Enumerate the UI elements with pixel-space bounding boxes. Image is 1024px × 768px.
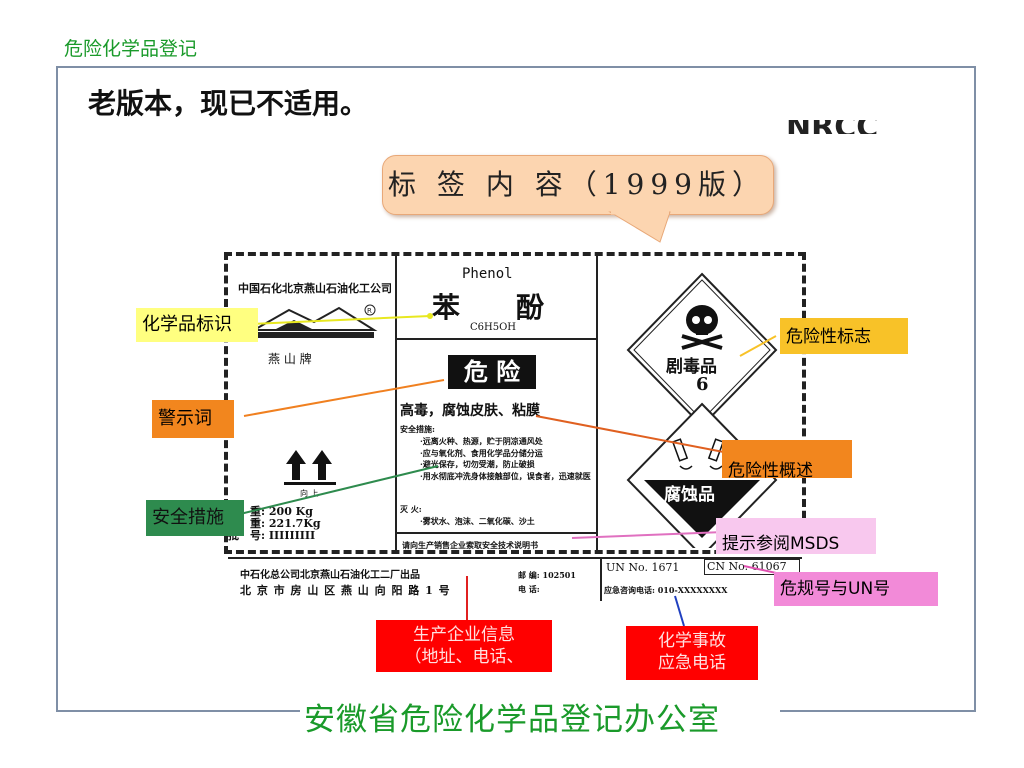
annotation-hazard-symbol: 危险性标志 <box>780 318 908 354</box>
callout-text: 标 签 内 容（1999版） <box>388 168 766 201</box>
annotation-un-number: 危规号与UN号 <box>774 572 938 606</box>
toxic-symbol-text: 剧毒品 <box>666 357 717 377</box>
label-center-divider <box>396 338 596 340</box>
annotation-chem-id: 化学品标识 <box>136 308 258 342</box>
safety-item-list: ·远离火种、热源，贮于阴凉通风处 ·应与氧化剂、食用化学品分储分运 ·避光保存，… <box>420 436 596 482</box>
callout-bubble <box>382 155 774 215</box>
cropped-heading: NRCC <box>786 120 878 134</box>
hazard-summary: 高毒，腐蚀皮肤、粘膜 <box>400 403 540 419</box>
annotation-emergency-phone: 化学事故 应急电话 <box>626 626 758 680</box>
emergency-phone: 应急咨询电话: 010-XXXXXXXX <box>604 585 728 595</box>
annotation-emergency-line: 应急电话 <box>658 653 726 673</box>
msds-note: 请向生产销售企业索取安全技术说明书 <box>402 540 538 550</box>
annotation-producer-line: 生产企业信息 <box>413 625 515 645</box>
annotation-signal-word: 警示词 <box>152 400 234 438</box>
annotation-see-msds: 提示参阅MSDS <box>716 518 876 554</box>
signal-word: 危 险 <box>448 355 536 389</box>
annotation-producer-line: （地址、电话、 <box>404 647 524 667</box>
annotation-emergency-line: 化学事故 <box>658 631 726 651</box>
toxic-class: 6 <box>696 374 709 395</box>
producer-line-1: 中石化总公司北京燕山石油化工二厂出品 <box>240 570 420 581</box>
brand-name: 燕 山 牌 <box>268 352 312 366</box>
net-weight: 净 重: 200 Kg <box>228 505 313 518</box>
producer-line-2: 北 京 市 房 山 区 燕 山 向 阳 路 1 号 <box>240 584 451 597</box>
safety-item: ·远离火种、热源，贮于阴凉通风处 <box>420 436 543 446</box>
product-name-cn: 苯 酚 <box>432 291 545 324</box>
batch-number: 批 号: IIIIIIIII <box>228 529 316 542</box>
product-name-en: Phenol <box>462 266 513 282</box>
annotation-producer-info: 生产企业信息 （地址、电话、 <box>376 620 552 672</box>
fire-title: 灭 火: <box>400 504 422 514</box>
svg-text:R: R <box>367 307 372 315</box>
hazard-diamonds <box>626 272 778 548</box>
slide-title: 危险化学品登记 <box>64 38 198 60</box>
annotation-hazard-overview: 危险性概述 <box>722 440 852 481</box>
footer-org-name: 安徽省危险化学品登记办公室 <box>304 702 720 738</box>
corrosive-symbol-text: 腐蚀品 <box>664 485 715 505</box>
label-bottom-divider <box>228 557 802 559</box>
label-divider-right <box>596 256 598 552</box>
chemical-formula: C6H5OH <box>470 322 517 333</box>
weight-info: 净 重: 200 Kg 总 重: 221.7Kg 批 号: IIIIIIIII <box>228 506 321 542</box>
yanshan-logo: R <box>250 304 378 338</box>
safety-item: ·用水彻底冲洗身体接触部位，误食者，迅速就医 <box>420 470 591 481</box>
skull-crossbones-icon <box>686 305 718 335</box>
annotation-safety-measures: 安全措施 <box>146 500 244 536</box>
label-divider-left <box>395 256 397 552</box>
safety-title: 安全措施: <box>400 424 435 434</box>
test-tube-icon <box>671 438 689 462</box>
fire-items: ·雾状水、泡沫、二氧化碳、沙土 <box>420 516 535 526</box>
gross-weight: 总 重: 221.7Kg <box>228 517 321 530</box>
phone-label: 电 话: <box>518 584 540 594</box>
postcode: 邮 编: 102501 <box>518 570 576 580</box>
callout-pointer <box>608 211 671 243</box>
page-subtitle: 老版本，现已不适用。 <box>88 87 369 120</box>
footer-mask <box>300 694 780 734</box>
this-way-up-icon <box>284 450 336 485</box>
company-name: 中国石化北京燕山石油化工公司 <box>238 282 392 295</box>
arrow-caption: 向 上 <box>300 489 319 498</box>
safety-item: ·避光保存，切勿受潮，防止破损 <box>420 459 535 469</box>
safety-item: ·应与氧化剂、食用化学品分储分运 <box>420 447 543 458</box>
label-msds-divider <box>396 532 596 534</box>
bottom-vertical-divider <box>600 557 602 601</box>
un-number: UN No. 1671 <box>606 561 680 574</box>
